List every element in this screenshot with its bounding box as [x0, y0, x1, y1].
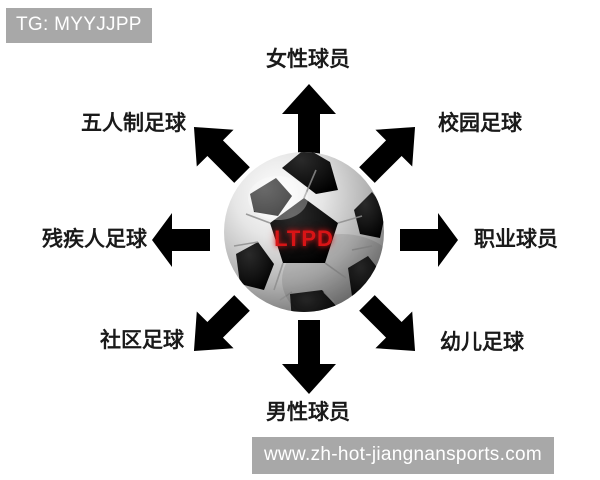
arrow-left-icon [152, 213, 210, 267]
arrow-up-left-icon [193, 126, 250, 183]
watermark-bottom-right: www.zh-hot-jiangnansports.com [252, 437, 554, 474]
node-label-disability-football[interactable]: 残疾人足球 [42, 227, 147, 251]
arrow-right-icon [400, 213, 458, 267]
node-label-futsal[interactable]: 五人制足球 [81, 111, 186, 135]
node-label-youth-football[interactable]: 幼儿足球 [440, 330, 524, 354]
arrow-up-icon [282, 84, 336, 162]
arrow-down-right-icon [359, 295, 416, 352]
watermark-top-left: TG: MYYJJPP [6, 8, 152, 43]
soccer-ball-icon [224, 152, 384, 312]
arrow-down-icon [282, 320, 336, 394]
arrow-down-left-icon [193, 295, 250, 352]
node-label-campus-football[interactable]: 校园足球 [438, 111, 522, 135]
center-node: LTPD [222, 150, 386, 314]
node-label-community-football[interactable]: 社区足球 [100, 328, 184, 352]
node-label-male-players[interactable]: 男性球员 [266, 400, 350, 424]
node-label-female-players[interactable]: 女性球员 [266, 47, 350, 71]
node-label-professional-players[interactable]: 职业球员 [474, 227, 558, 251]
arrow-up-right-icon [359, 126, 416, 183]
